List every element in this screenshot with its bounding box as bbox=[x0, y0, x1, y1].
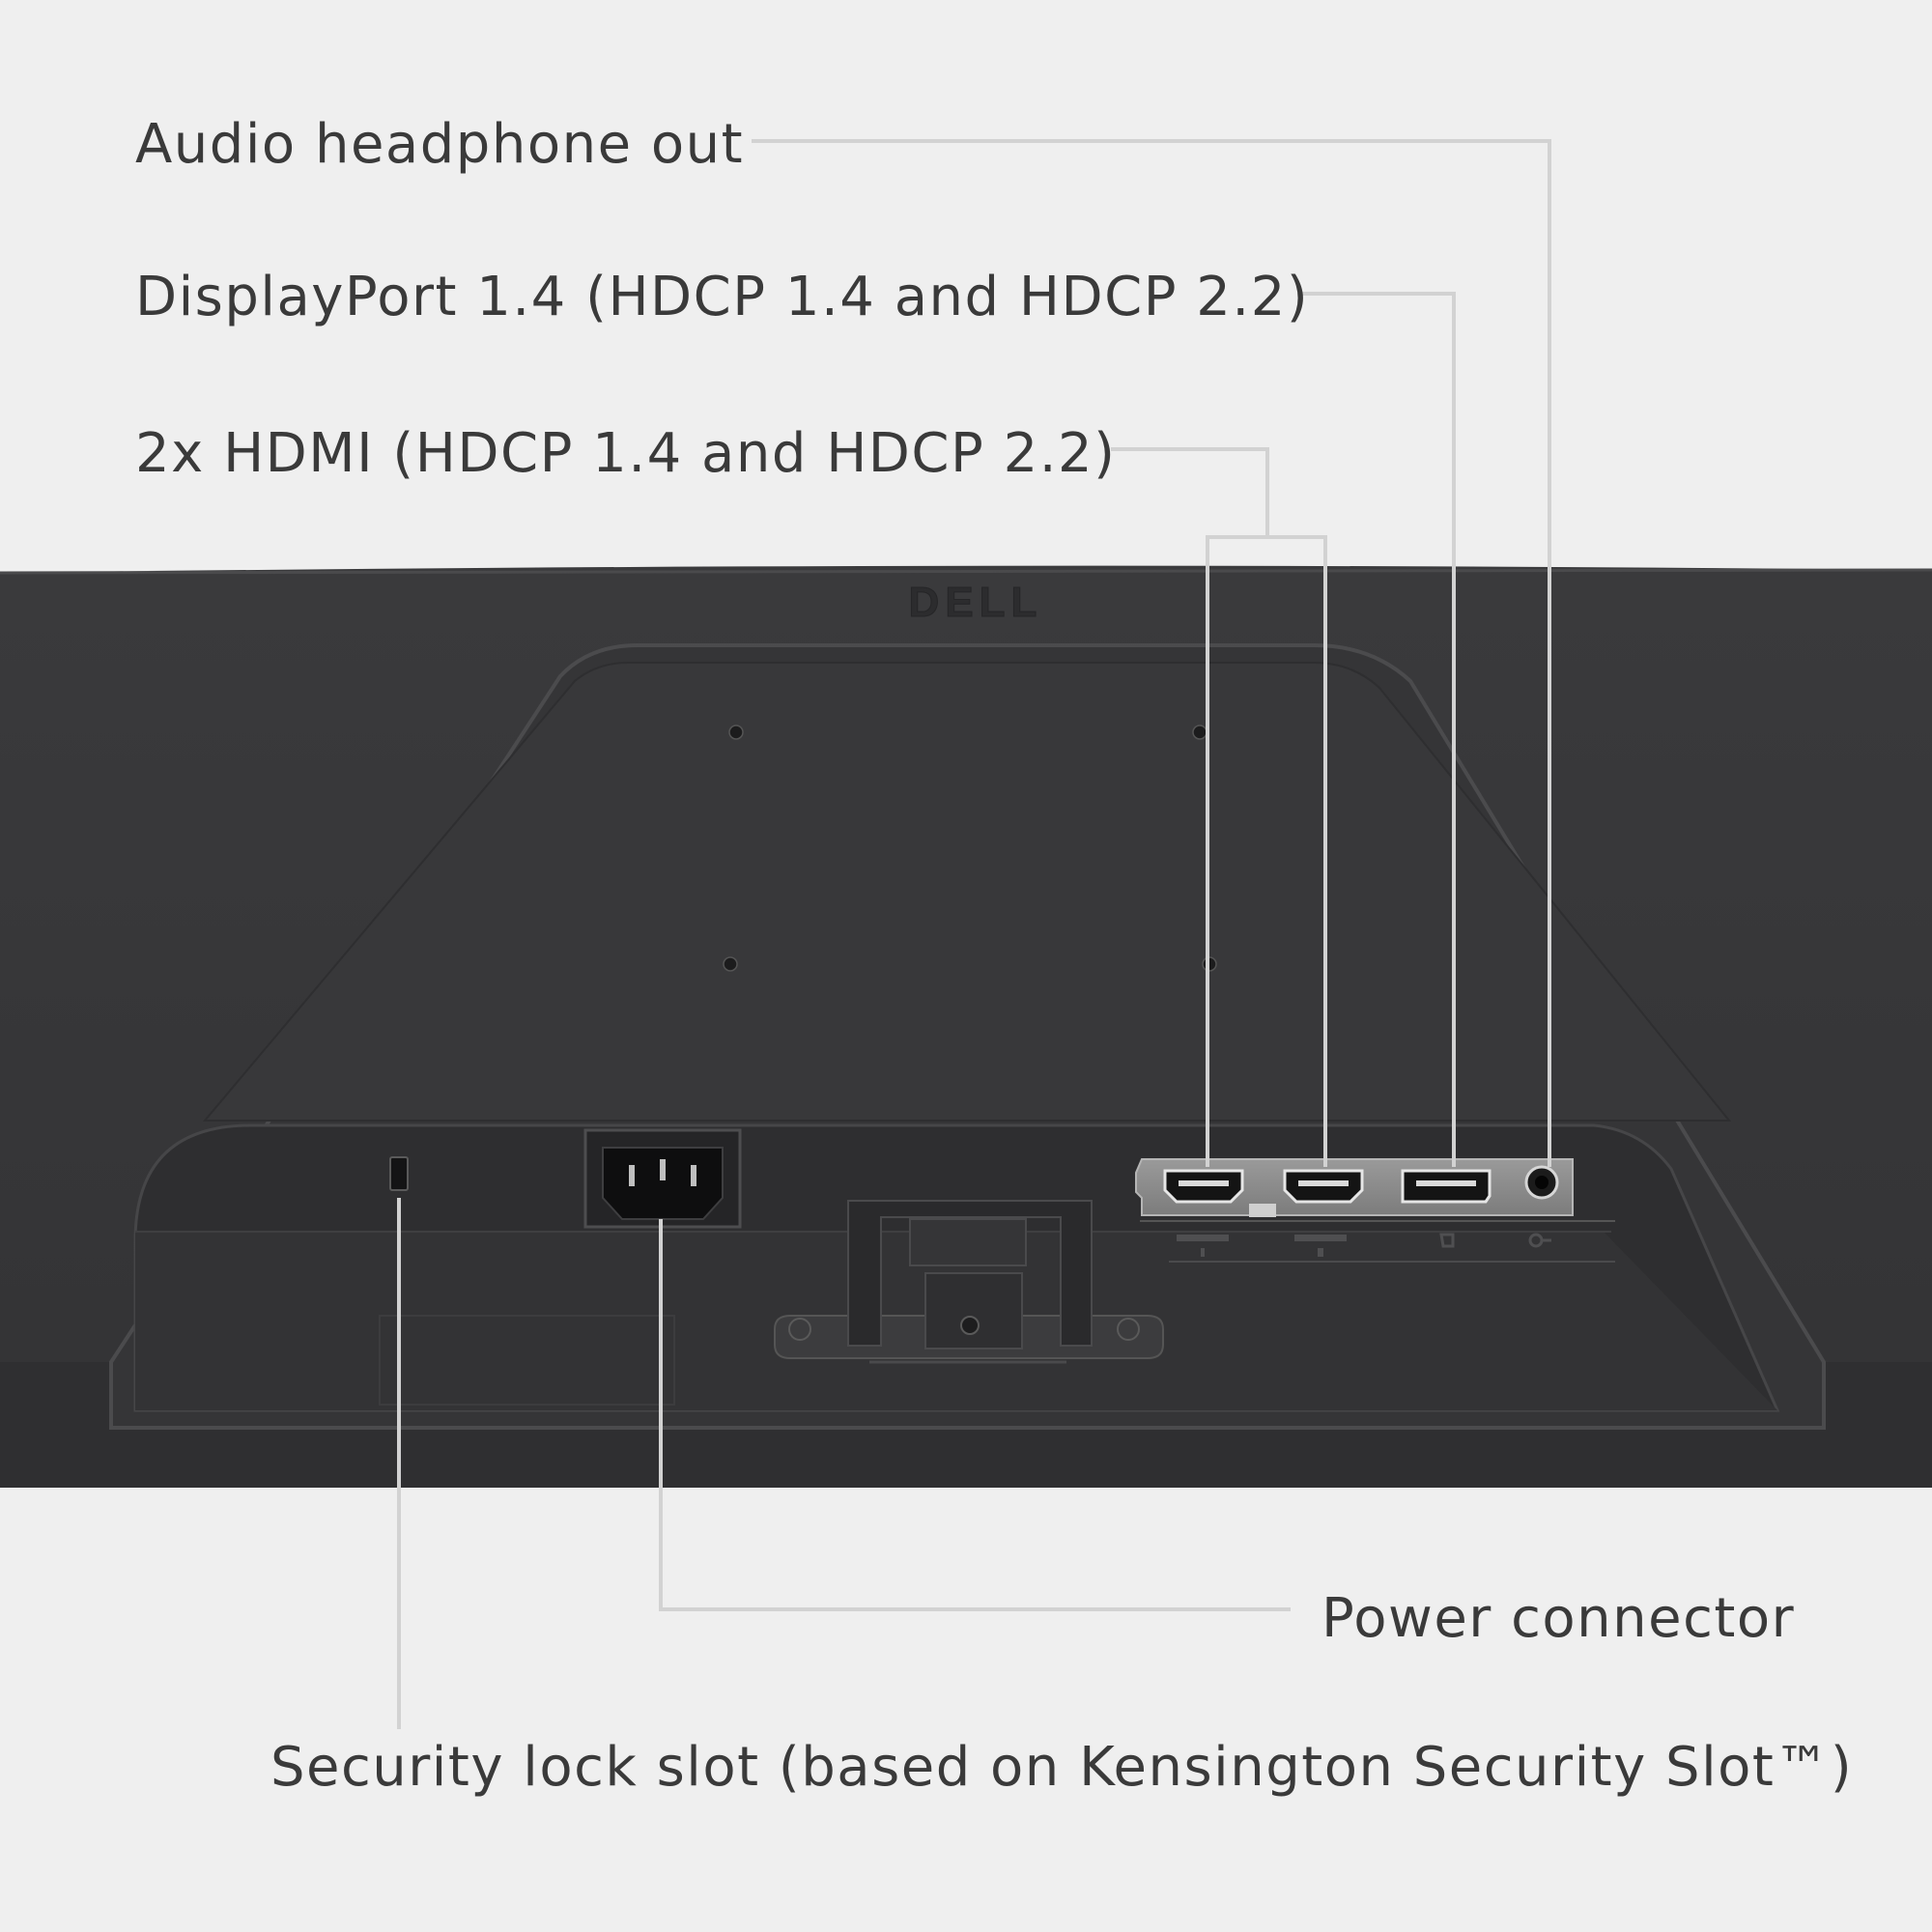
hdmi-1-port[interactable] bbox=[1163, 1169, 1244, 1204]
hdmi-2-port[interactable] bbox=[1283, 1169, 1364, 1204]
rear-housing-inner-panel bbox=[202, 662, 1732, 1122]
hdmi-2-icon bbox=[1294, 1235, 1347, 1257]
dell-logo: DELL bbox=[908, 579, 1043, 627]
security-lock-slot-label: Security lock slot (based on Kensington … bbox=[270, 1736, 1854, 1799]
displayport-label: DisplayPort 1.4 (HDCP 1.4 and HDCP 2.2) bbox=[135, 266, 1310, 328]
power-leader-line bbox=[659, 1219, 1291, 1611]
hdmi-1-icon bbox=[1177, 1235, 1229, 1257]
hdmi-label: 2x HDMI (HDCP 1.4 and HDCP 2.2) bbox=[135, 422, 1117, 485]
displayport-icon bbox=[1439, 1233, 1455, 1248]
power-connector[interactable] bbox=[583, 1128, 742, 1229]
audio-leader-line bbox=[752, 139, 1551, 1167]
headphone-jack[interactable] bbox=[1524, 1165, 1559, 1200]
audio-headphone-out-label: Audio headphone out bbox=[135, 113, 745, 176]
displayport-leader-line bbox=[1298, 292, 1456, 1167]
displayport-port[interactable] bbox=[1401, 1169, 1492, 1204]
monitor-bottom-edge bbox=[0, 1362, 1932, 1488]
stand-mount-bracket bbox=[774, 1200, 1164, 1364]
power-connector-label: Power connector bbox=[1321, 1587, 1796, 1650]
security-lock-slot[interactable] bbox=[389, 1156, 409, 1191]
monitor-top-highlight bbox=[0, 568, 1932, 575]
hdmi-leader-line bbox=[1111, 447, 1269, 537]
headphone-icon bbox=[1528, 1233, 1551, 1248]
svg-text:DELL: DELL bbox=[909, 579, 1043, 626]
callout-leader-lines bbox=[397, 139, 1551, 1729]
port-separator-notch bbox=[1249, 1204, 1276, 1217]
hdmi-split-line bbox=[1206, 535, 1327, 1167]
recess-label-area bbox=[379, 1315, 675, 1406]
